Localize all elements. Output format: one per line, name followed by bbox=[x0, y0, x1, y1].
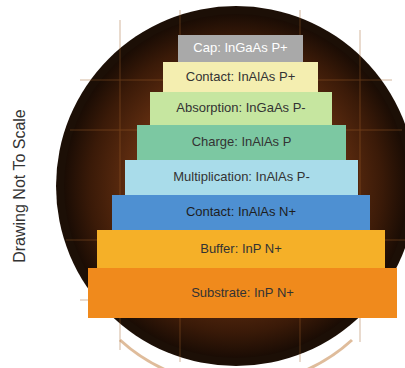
layer-band: Contact: InAlAs N+ bbox=[112, 195, 370, 230]
layer-label: Charge: InAlAs P bbox=[192, 135, 292, 149]
layer-label: Contact: InAlAs N+ bbox=[186, 205, 296, 219]
layer-label: Substrate: InP N+ bbox=[191, 286, 294, 300]
layer-label: Multiplication: InAlAs P- bbox=[173, 170, 310, 184]
layer-band: Multiplication: InAlAs P- bbox=[125, 160, 358, 195]
die-grid bbox=[66, 10, 405, 362]
scale-note: Drawing Not To Scale bbox=[11, 109, 29, 263]
wafer-surface bbox=[64, 14, 405, 358]
layer-label: Buffer: InP N+ bbox=[200, 242, 282, 256]
wafer-flat bbox=[120, 340, 352, 368]
layer-band: Contact: InAlAs P+ bbox=[163, 62, 318, 92]
wafer-rim bbox=[56, 6, 405, 366]
layer-label: Absorption: InGaAs P- bbox=[176, 101, 305, 115]
layer-band: Charge: InAlAs P bbox=[137, 125, 346, 160]
layer-label: Cap: InGaAs P+ bbox=[193, 41, 287, 55]
layer-band: Absorption: InGaAs P- bbox=[150, 92, 332, 125]
layer-band: Substrate: InP N+ bbox=[88, 268, 397, 318]
layer-label: Contact: InAlAs P+ bbox=[186, 70, 295, 84]
layer-band: Cap: InGaAs P+ bbox=[178, 35, 303, 62]
layer-band: Buffer: InP N+ bbox=[97, 230, 385, 268]
